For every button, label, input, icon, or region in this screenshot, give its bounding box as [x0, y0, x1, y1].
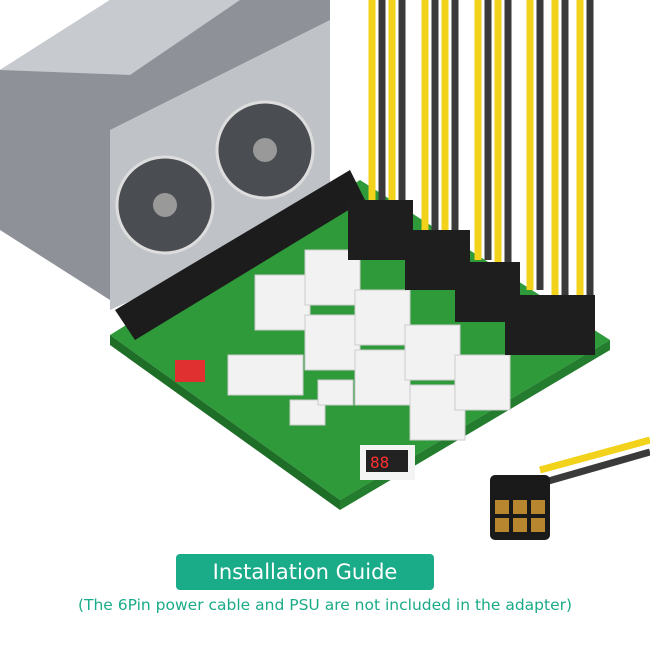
disclaimer-note: (The 6Pin power cable and PSU are not in…	[77, 596, 573, 614]
psu-unit	[0, 0, 330, 310]
pcie-cables	[348, 0, 595, 355]
six-pin-connector	[490, 436, 650, 540]
switch	[175, 360, 205, 382]
installation-guide-badge: Installation Guide	[176, 554, 434, 590]
psu-slot	[115, 170, 365, 340]
svg-text:88: 88	[370, 453, 389, 472]
product-illustration: 88	[0, 0, 650, 540]
